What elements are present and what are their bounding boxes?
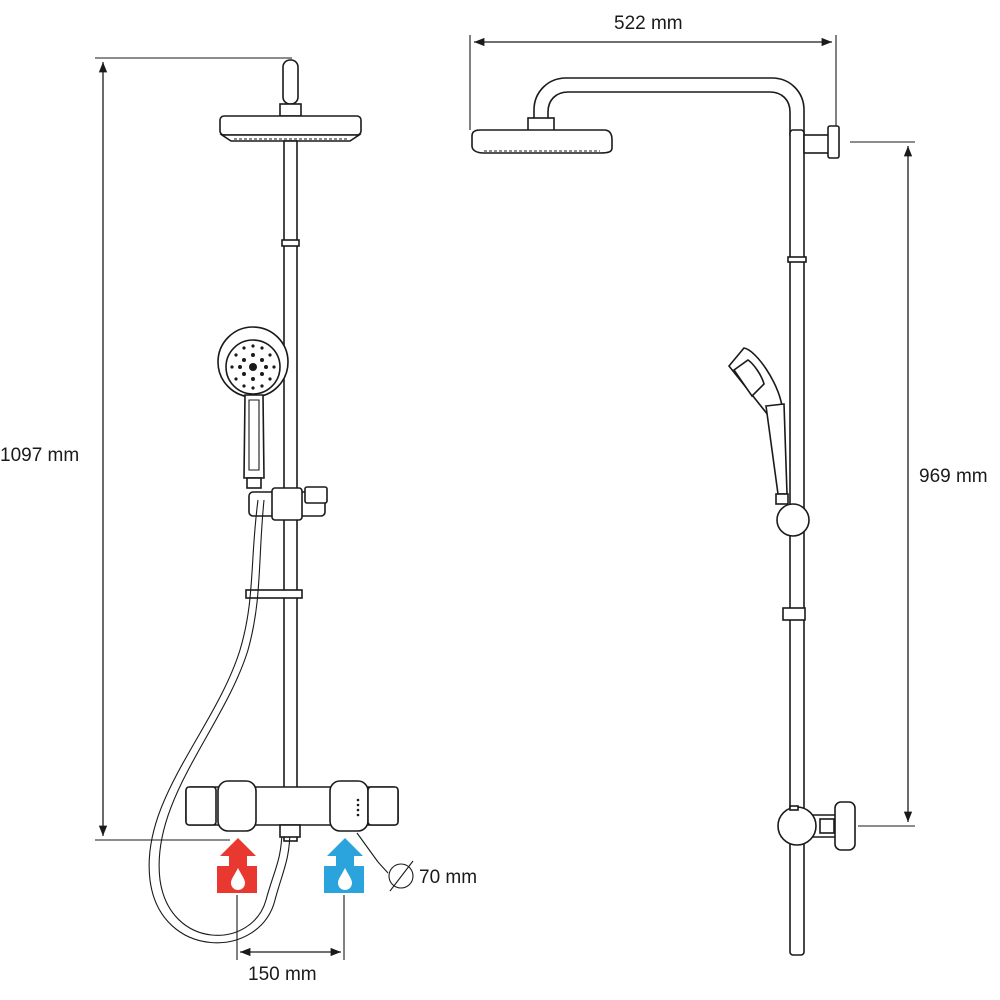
inlet-spacing-label: 150 mm [248, 964, 317, 985]
arm-length-label: 522 mm [614, 13, 683, 34]
thermostat-mixer [185, 780, 399, 838]
diameter-icon [388, 860, 414, 892]
thermostat-mixer-side [777, 801, 856, 851]
wall-height-label: 969 mm [919, 466, 988, 487]
front-view: 1097 mm [0, 57, 477, 985]
hot-water-icon [217, 838, 257, 893]
shower-hose [148, 499, 291, 944]
hand-shower-side [727, 347, 789, 505]
side-view: 522 mm 969 mm [469, 13, 988, 956]
slide-knob [776, 503, 810, 537]
diameter-label: 70 mm [419, 867, 477, 888]
cold-water-icon [324, 838, 364, 893]
hand-shower [217, 326, 289, 489]
overhead-shower-head [219, 115, 362, 142]
overhead-shower-head-side [471, 129, 613, 154]
slide-holder [248, 486, 328, 521]
total-height-label: 1097 mm [0, 445, 79, 466]
shower-arm [533, 77, 805, 136]
